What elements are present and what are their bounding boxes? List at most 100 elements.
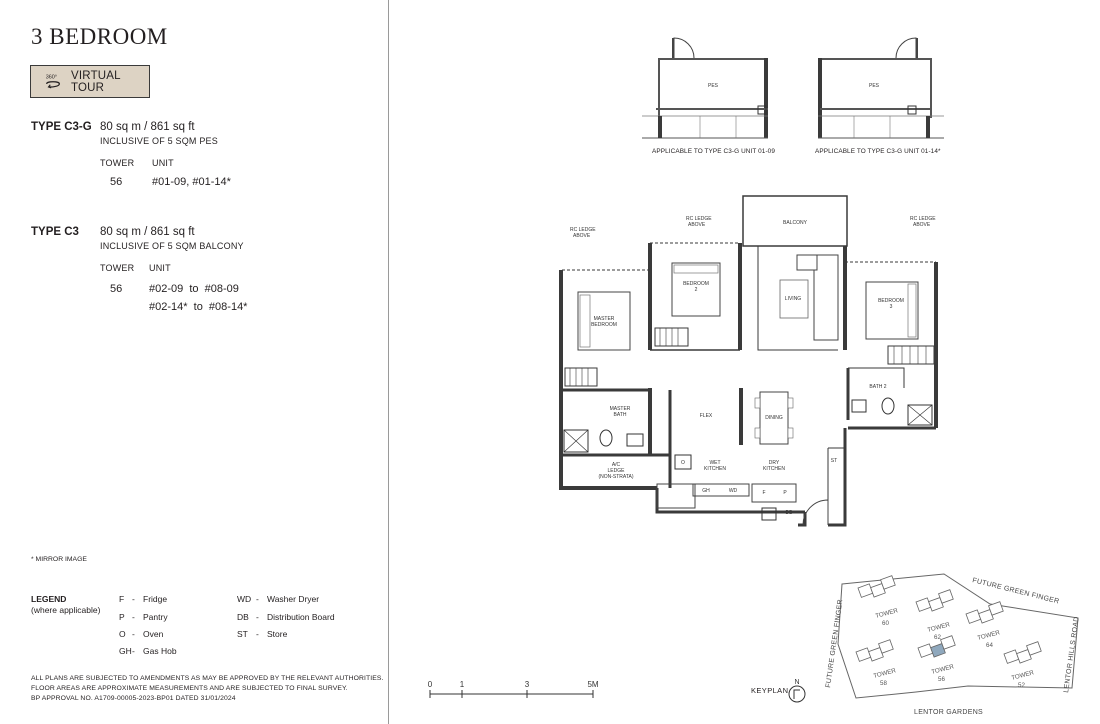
pes-room-label: PES — [869, 83, 880, 89]
rc-ledge-label: RC LEDGE — [686, 216, 712, 222]
legend-sep: - — [256, 594, 259, 604]
footnote: BP APPROVAL NO. A1709-00005-2023-BP01 DA… — [31, 695, 236, 702]
rc-ledge-label: RC LEDGE — [570, 227, 596, 233]
ac-ledge-label: LEDGE — [608, 468, 626, 474]
type-inclusive: INCLUSIVE OF 5 SQM BALCONY — [100, 241, 244, 251]
legend-desc: Fridge — [143, 594, 168, 604]
legend-code: GH — [119, 646, 132, 656]
legend-desc: Washer Dryer — [267, 594, 320, 604]
legend-code: F — [119, 594, 125, 604]
legend-subtitle: (where applicable) — [31, 605, 101, 615]
scale-label: 3 — [525, 680, 530, 689]
footnote: ALL PLANS ARE SUBJECTED TO AMENDMENTS AS… — [31, 675, 384, 682]
road-label: FUTURE GREEN FINGER — [972, 577, 1060, 605]
panel-divider — [388, 0, 389, 724]
unit-header: UNIT — [149, 263, 171, 273]
dry-kitchen-label: KITCHEN — [763, 466, 785, 472]
wet-kitchen-label: KITCHEN — [704, 466, 726, 472]
master-bedroom-label: BEDROOM — [591, 322, 617, 328]
tower-number: 52 — [1018, 682, 1025, 689]
tower-64 — [965, 601, 1004, 624]
master-bath-label: MASTER — [610, 406, 631, 412]
bedroom2-label: BEDROOM — [683, 281, 709, 287]
tower-62 — [915, 589, 954, 612]
o-label: O — [681, 460, 685, 466]
tower-52 — [1003, 641, 1042, 664]
pes-variant-plans: PES PES — [642, 37, 944, 139]
tower-number: 56 — [110, 176, 123, 188]
north-label: N — [794, 679, 799, 686]
scale-label: 1 — [460, 680, 465, 689]
dry-kitchen-label: DRY — [769, 460, 780, 466]
rc-ledge-label: ABOVE — [688, 222, 706, 228]
tower-number: 56 — [938, 676, 945, 683]
360-rotate-icon: 360° — [46, 74, 60, 88]
legend-desc: Pantry — [143, 612, 168, 622]
gh-label: GH — [702, 488, 710, 494]
tower-number: 64 — [986, 642, 993, 649]
north-arrow-icon: N — [788, 679, 806, 703]
wd-label: WD — [729, 488, 738, 494]
legend-desc: Gas Hob — [143, 646, 177, 656]
type-inclusive: INCLUSIVE OF 5 SQM PES — [100, 136, 218, 146]
p-label: P — [783, 490, 787, 496]
virtual-tour-button[interactable]: 360° VIRTUAL TOUR — [30, 65, 150, 98]
pes-caption: APPLICABLE TO TYPE C3-G UNIT 01-14* — [815, 148, 941, 155]
legend-code: ST — [237, 629, 248, 639]
bedroom3-label: BEDROOM — [878, 298, 904, 304]
keyplan-label: KEYPLAN — [751, 686, 789, 695]
tower-number: 56 — [110, 283, 123, 295]
tower-header: TOWER — [100, 158, 135, 168]
pes-room-label: PES — [708, 83, 719, 89]
legend-code: O — [119, 629, 126, 639]
master-bedroom-label: MASTER — [594, 316, 615, 322]
tower-label: TOWER — [977, 629, 1001, 642]
wet-kitchen-label: WET — [709, 460, 720, 466]
type-name: TYPE C3 — [31, 226, 79, 238]
page-title: 3 BEDROOM — [31, 24, 168, 49]
type-name: TYPE C3-G — [31, 121, 92, 133]
tower-number: 58 — [880, 680, 887, 687]
footnote: FLOOR AREAS ARE APPROXIMATE MEASUREMENTS… — [31, 685, 348, 692]
ac-ledge-label: (NON-STRATA) — [598, 474, 633, 480]
type-area: 80 sq m / 861 sq ft — [100, 226, 195, 238]
virtual-tour-label: VIRTUAL TOUR — [71, 69, 121, 94]
scale-bar: 0 1 3 5M — [428, 680, 599, 698]
road-label: LENTOR GARDENS — [914, 709, 983, 716]
tower-label: TOWER — [875, 607, 899, 620]
unit-range: #02-14* to #08-14* — [149, 301, 248, 313]
floor-plan: RC LEDGE ABOVE RC LEDGE ABOVE RC LEDGE A… — [559, 195, 938, 527]
type-area: 80 sq m / 861 sq ft — [100, 121, 195, 133]
tower-58 — [855, 639, 894, 662]
legend-sep: - — [132, 594, 135, 604]
legend-sep: - — [256, 612, 259, 622]
pes-plan-01-14: PES — [818, 37, 944, 139]
dining-label: DINING — [765, 415, 783, 421]
legend-desc: Store — [267, 629, 288, 639]
scale-label: 0 — [428, 680, 433, 689]
bedroom2-label: 2 — [695, 287, 698, 293]
road-label: LENTOR HILLS ROAD — [1063, 616, 1081, 693]
master-bath-label: BATH — [614, 412, 627, 418]
pes-caption: APPLICABLE TO TYPE C3-G UNIT 01-09 — [652, 148, 775, 155]
unit-range: #02-09 to #08-09 — [149, 283, 239, 295]
f-label: F — [762, 490, 765, 496]
legend-sep: - — [132, 612, 135, 622]
tower-number: 62 — [934, 634, 941, 641]
rc-ledge-label: ABOVE — [913, 222, 931, 228]
rc-ledge-label: RC LEDGE — [910, 216, 936, 222]
rc-ledge-label: ABOVE — [573, 233, 591, 239]
tower-header: TOWER — [100, 263, 135, 273]
db-label: DB — [786, 510, 794, 516]
tower-label: TOWER — [1011, 669, 1035, 682]
balcony-label: BALCONY — [783, 220, 808, 226]
tower-number: 60 — [882, 620, 889, 627]
legend-desc: Distribution Board — [267, 612, 335, 622]
unit-header: UNIT — [152, 158, 174, 168]
legend-sep: - — [256, 629, 259, 639]
legend-title: LEGEND — [31, 594, 67, 604]
legend-sep: - — [132, 629, 135, 639]
ac-ledge-label: A/C — [612, 462, 621, 468]
mirror-note: * MIRROR IMAGE — [31, 556, 87, 563]
road-label: FUTURE GREEN FINGER — [825, 599, 844, 688]
